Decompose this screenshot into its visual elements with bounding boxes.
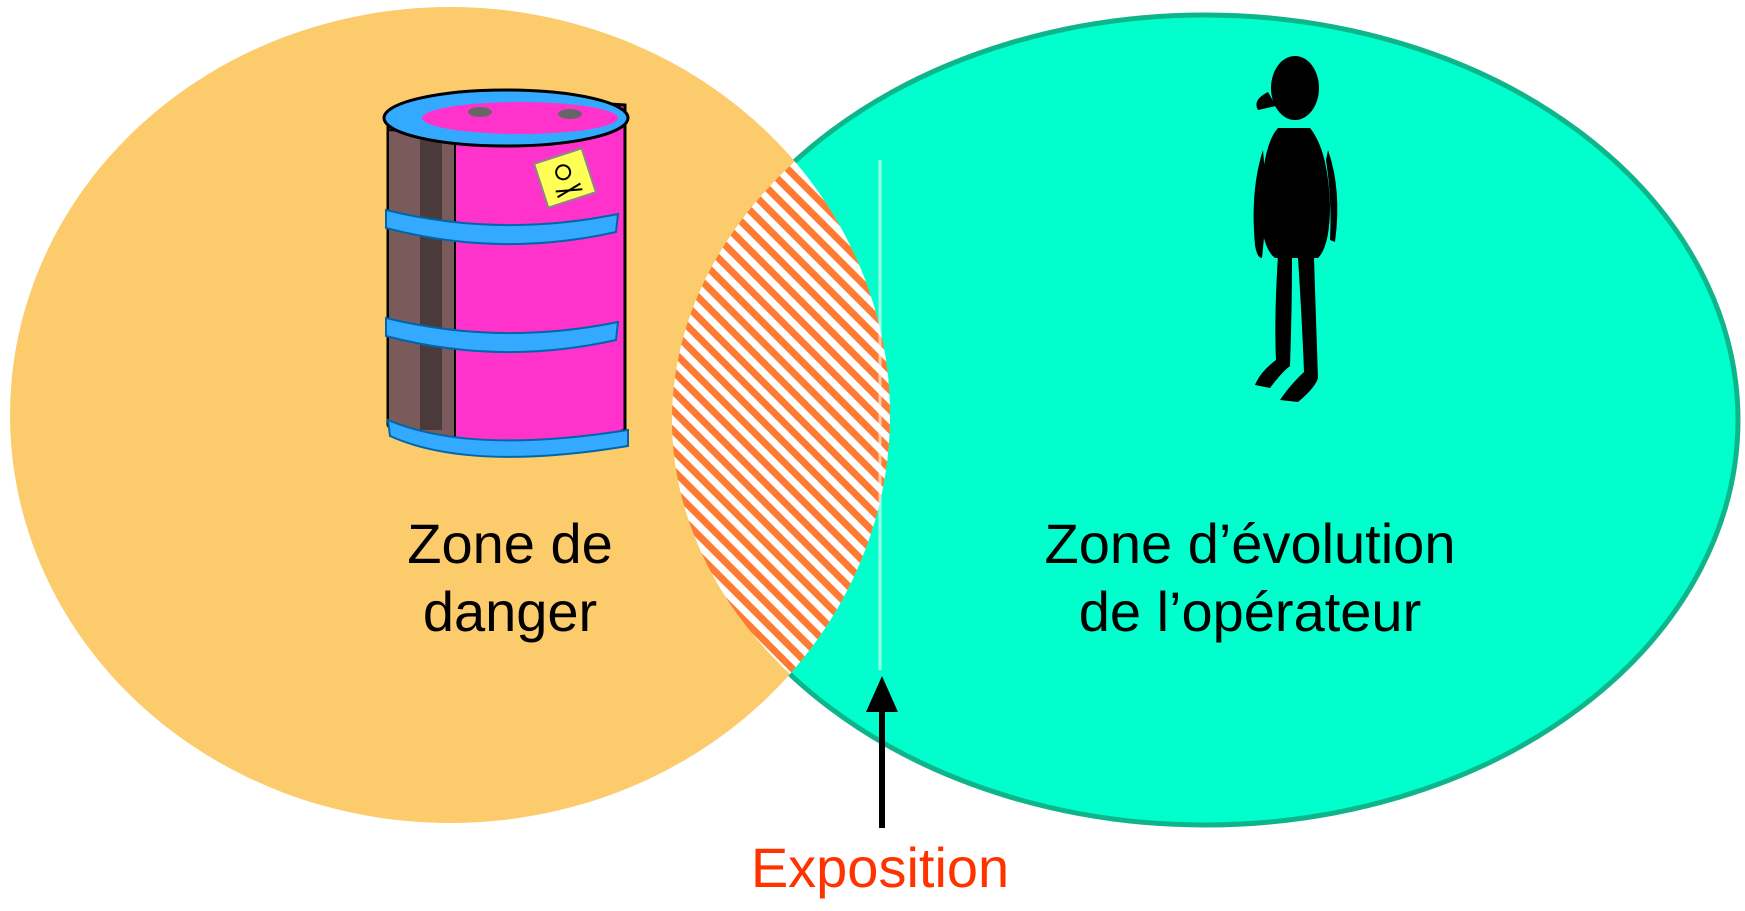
- danger-zone-label-line1: Zone de: [407, 512, 613, 575]
- operator-zone-label-line1: Zone d’évolution: [1044, 512, 1456, 575]
- toxic-barrel-icon: [382, 88, 630, 458]
- operator-person-icon: [1253, 56, 1338, 402]
- danger-zone-label: Zone de danger: [320, 510, 700, 646]
- operator-zone-label-line2: de l’opérateur: [1078, 580, 1422, 643]
- exposition-label: Exposition: [750, 836, 1010, 899]
- up-arrow-icon: [866, 676, 898, 828]
- danger-zone-label-line2: danger: [422, 580, 598, 643]
- operator-zone-label: Zone d’évolution de l’opérateur: [1000, 510, 1500, 646]
